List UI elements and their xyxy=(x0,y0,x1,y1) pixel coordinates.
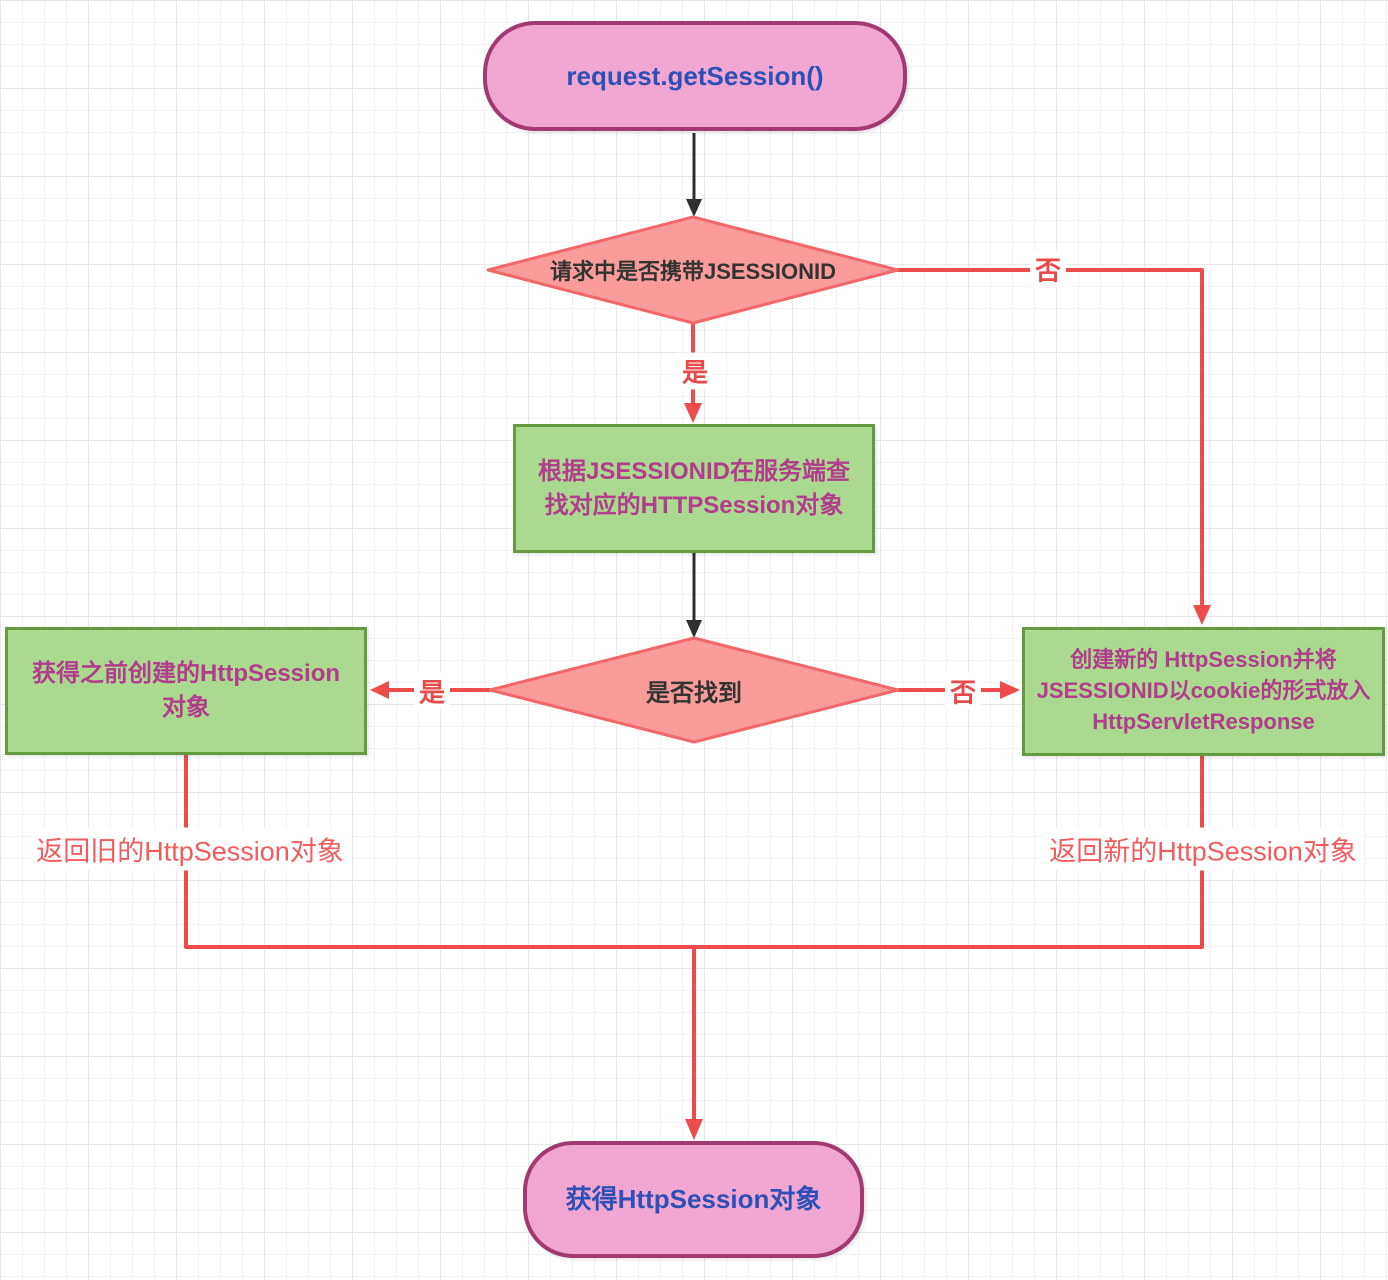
get-old-session-node: 获得之前创建的HttpSession对象 xyxy=(5,627,367,755)
decision-found-label: 是否找到 xyxy=(646,679,742,707)
create-new-session-node: 创建新的 HttpSession并将JSESSIONID以cookie的形式放入… xyxy=(1022,627,1385,756)
arrowhead-right-create-new xyxy=(1000,681,1020,699)
decision-found-diamond xyxy=(488,636,900,744)
decision-carry-jsessionid-label: 请求中是否携带JSESSIONID xyxy=(549,259,837,284)
arrowhead-down-decision1 xyxy=(686,199,702,217)
start-node-label: request.getSession() xyxy=(566,60,824,91)
arrowhead-down-lookup xyxy=(684,403,702,423)
arrowhead-left-get-old xyxy=(370,681,389,699)
edge-label-carry-no: 否 xyxy=(1029,250,1067,288)
edge-label-carry-yes: 是 xyxy=(676,352,714,390)
decision-carry-jsessionid-diamond xyxy=(486,215,900,325)
edge-label-found-yes: 是 xyxy=(413,672,451,710)
create-new-session-label: 创建新的 HttpSession并将JSESSIONID以cookie的形式放入… xyxy=(1036,647,1371,734)
edge-label-return-new: 返回新的HttpSession对象 xyxy=(1043,827,1363,871)
start-node: request.getSession() xyxy=(483,21,907,131)
edge-label-found-no: 否 xyxy=(944,672,982,710)
end-node-label: 获得HttpSession对象 xyxy=(565,1184,822,1215)
end-node: 获得HttpSession对象 xyxy=(523,1141,864,1258)
arrowhead-down-decision2 xyxy=(686,620,702,638)
edge-decision1-no xyxy=(897,268,1204,606)
lookup-session-label: 根据JSESSIONID在服务端查找对应的HTTPSession对象 xyxy=(537,457,851,519)
arrowhead-down-end xyxy=(685,1119,703,1140)
lookup-session-node: 根据JSESSIONID在服务端查找对应的HTTPSession对象 xyxy=(513,424,875,553)
edge-label-return-old: 返回旧的HttpSession对象 xyxy=(30,827,350,871)
get-old-session-label: 获得之前创建的HttpSession对象 xyxy=(32,660,341,721)
arrowhead-down-create-new xyxy=(1193,605,1211,625)
